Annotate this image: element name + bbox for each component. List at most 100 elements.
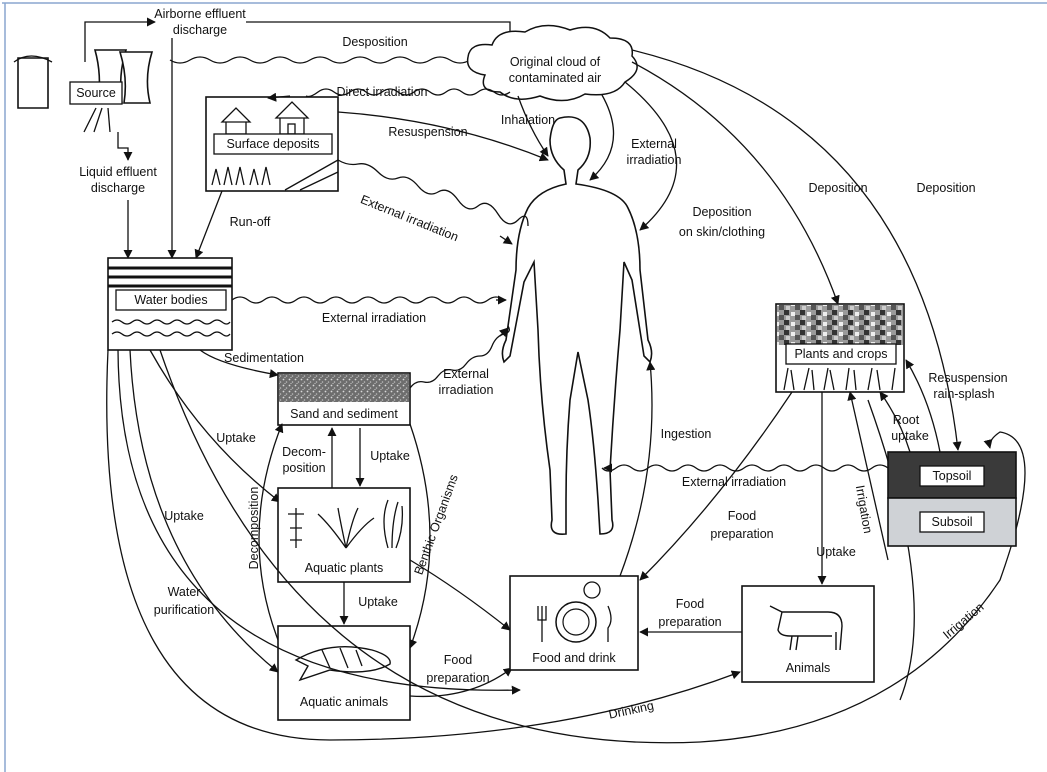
run-off-arrow	[194, 190, 223, 259]
food-prep-animals-label-2: preparation	[658, 615, 721, 629]
ingestion-arrow	[619, 361, 656, 577]
plants-crops-node: Plants and crops	[775, 303, 905, 393]
irrigation-label-2: Irrigation	[940, 600, 986, 642]
deposition-skin-label-1: Deposition	[692, 205, 751, 219]
knife-icon	[607, 605, 612, 642]
source-dome-icon	[13, 55, 53, 63]
sand-sediment-label: Sand and sediment	[290, 407, 398, 421]
trees-icon	[211, 166, 271, 186]
benthic-curve	[408, 423, 431, 649]
run-off-label: Run-off	[230, 215, 271, 229]
decomp-label-1: Decom-	[282, 445, 326, 459]
deposition-soil-arrow	[631, 49, 962, 451]
sand-texture	[279, 374, 409, 402]
fish-food-arrow	[409, 667, 513, 698]
drinking-label: Drinking	[607, 698, 655, 721]
aquatic-plants-node: Aquatic plants	[277, 487, 411, 583]
sand-sediment-node: Sand and sediment	[277, 372, 411, 426]
cow-icon	[769, 605, 843, 651]
decomposition-curve	[258, 423, 284, 651]
source-node: Source	[13, 38, 154, 133]
water-bodies-label: Water bodies	[134, 293, 207, 307]
external-irr-surface-wave	[337, 159, 529, 227]
cloud-label-1: Original cloud of	[510, 55, 601, 69]
crops-texture	[777, 305, 903, 345]
uptake-water-fish-arrow	[129, 349, 279, 673]
fish-stripes-icon	[321, 647, 363, 669]
ingestion-label: Ingestion	[661, 427, 712, 441]
animals-node: Animals	[741, 585, 875, 683]
food-prep-crops-label-2: preparation	[710, 527, 773, 541]
resusp-rain-label-1: Resuspension	[928, 371, 1007, 385]
resuspension-arrow	[337, 111, 549, 162]
water-bodies-node: Water bodies	[107, 257, 233, 351]
animals-box	[741, 585, 875, 683]
crops-food-arrow	[639, 391, 793, 581]
uptake-water-label: Uptake	[164, 509, 204, 523]
food-drink-label: Food and drink	[532, 651, 616, 665]
fish-icon	[294, 645, 391, 682]
surface-deposits-label-box	[213, 133, 333, 155]
plants-food-arrow	[409, 559, 511, 631]
direct-irradiation-wave	[305, 88, 511, 98]
resuspension-label: Resuspension	[388, 125, 467, 139]
source-label-box	[69, 81, 123, 105]
decomp-label-2: position	[282, 461, 325, 475]
irrigation-label-1: Irrigation	[853, 484, 875, 534]
uptake-sediment-label: Uptake	[216, 431, 256, 445]
sedimentation-arrow	[199, 349, 279, 379]
road-icon	[284, 159, 339, 191]
plant-2-icon	[317, 507, 375, 549]
human-body-icon	[501, 116, 653, 536]
cooling-tower-2-icon	[118, 51, 154, 104]
plants-crops-label: Plants and crops	[794, 347, 887, 361]
fork-icon	[537, 606, 547, 642]
external-irr-sand-arrowhead	[498, 327, 509, 338]
liquid-label-1: Liquid effluent	[79, 165, 157, 179]
source-pipe-1	[83, 107, 97, 133]
aquatic-animals-node: Aquatic animals	[277, 625, 411, 721]
external-irr-soil-label: External irradiation	[682, 475, 786, 489]
soil-node: Topsoil Subsoil	[887, 451, 1017, 547]
decomposition-label: Decomposition	[247, 487, 261, 570]
external-irr-cloud-label-1: External	[631, 137, 677, 151]
human-figure	[501, 116, 653, 536]
water-purification-arrow	[117, 349, 521, 695]
liquid-effluent-arrow-top	[117, 132, 133, 161]
benthic-label: Benthic Organisms	[412, 473, 461, 577]
grass-icon	[783, 367, 896, 391]
airborne-left-arrow	[84, 17, 156, 38]
liquid-label-2: discharge	[91, 181, 145, 195]
food-prep-crops-label-1: Food	[728, 509, 757, 523]
animals-label: Animals	[786, 661, 830, 675]
external-irr-surface-label: External irradiation	[359, 192, 461, 244]
deposition-plants-arrow	[631, 61, 840, 305]
external-irr-water-wave	[231, 296, 505, 304]
external-irr-sand-label-1: External	[443, 367, 489, 381]
desposition-wave	[169, 56, 471, 64]
plate-inner-icon	[562, 608, 590, 636]
aquatic-animals-label: Aquatic animals	[300, 695, 388, 709]
subsoil-label: Subsoil	[932, 515, 973, 529]
source-label: Source	[76, 86, 116, 100]
food-prep-fish-label-1: Food	[444, 653, 473, 667]
aquatic-plants-label: Aquatic plants	[305, 561, 384, 575]
aquatic-animals-box	[277, 625, 411, 721]
uptake-crops-animals-label: Uptake	[816, 545, 856, 559]
cloud-node: Original cloud of contaminated air	[466, 24, 638, 102]
external-irr-water-label: External irradiation	[322, 311, 426, 325]
external-irr-sand-label-2: irradiation	[439, 383, 494, 397]
source-pipe-3	[107, 107, 111, 133]
external-irr-soil-wave	[601, 464, 889, 472]
uptake-animals-fish-label: Uptake	[358, 595, 398, 609]
irrigation-2-arrow	[159, 349, 1026, 744]
deposition-skin-arrow	[624, 81, 678, 231]
drinking-arrow	[106, 349, 741, 741]
surface-deposits-label: Surface deposits	[226, 137, 319, 151]
cloud-shape	[466, 24, 638, 102]
inhalation-arrow	[517, 95, 549, 157]
desposition-label: Desposition	[342, 35, 407, 49]
external-irr-cloud-arrow	[589, 94, 615, 181]
cloud-label-2: contaminated air	[509, 71, 601, 85]
